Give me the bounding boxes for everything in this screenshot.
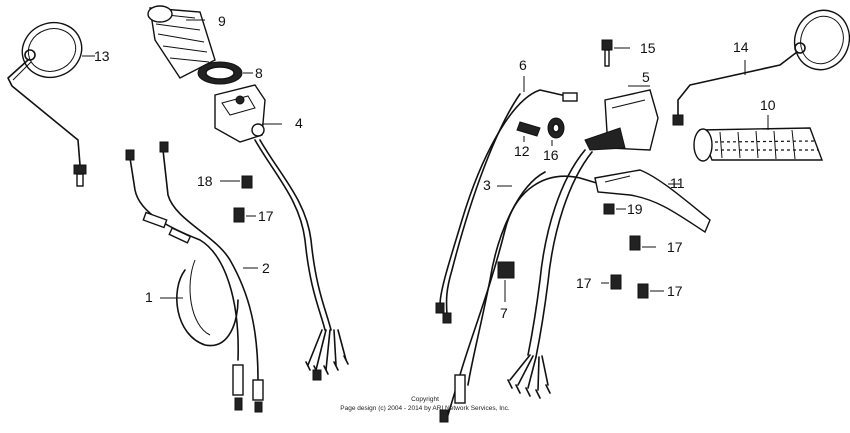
callout-17-right-upper: 17 [667,239,683,255]
clamp-7 [497,261,515,302]
callout-4: 4 [295,115,303,131]
right-grip [693,115,824,162]
callout-19: 19 [627,201,643,217]
copyright-line-2: Page design (c) 2004 - 2014 by ARI Netwo… [340,405,510,412]
right-small-hardware [601,203,664,299]
right-switch-housing [507,85,659,399]
callout-5: 5 [642,69,650,85]
callout-12: 12 [514,143,530,159]
callout-14: 14 [733,39,749,55]
bolt-15 [601,39,630,67]
callout-13: 13 [94,48,110,64]
callout-10: 10 [760,97,776,113]
copyright-line-1: Copyright [411,396,439,403]
callout-8: 8 [255,65,263,81]
copyright-notice: Copyright Page design (c) 2004 - 2014 by… [340,396,510,412]
callout-17-right-lower-left: 17 [576,275,592,291]
screw-12 [516,121,541,142]
callout-16: 16 [543,147,559,163]
right-mirror [672,9,850,126]
callout-17-left: 17 [258,208,274,224]
left-cables [125,141,264,413]
callout-18: 18 [197,173,213,189]
callout-9: 9 [218,13,226,29]
callout-17-right-lower-right: 17 [667,283,683,299]
cable-6 [435,76,578,324]
callout-1: 1 [145,289,153,305]
brake-lever [594,169,711,234]
left-grip [147,5,216,79]
callout-labels: 1 2 3 4 5 6 7 8 9 10 11 12 13 14 15 16 1… [94,13,776,321]
throttle-ring [197,61,253,85]
callout-11: 11 [670,175,685,191]
callout-6: 6 [519,57,527,73]
ring-16 [547,117,565,146]
callout-2: 2 [262,260,270,276]
left-switch-housing [214,84,349,381]
callout-3: 3 [483,177,491,193]
callout-7: 7 [500,305,508,321]
callout-15: 15 [640,40,656,56]
cable-3 [439,171,601,423]
left-small-hardware [220,175,256,223]
left-mirror [7,21,95,187]
